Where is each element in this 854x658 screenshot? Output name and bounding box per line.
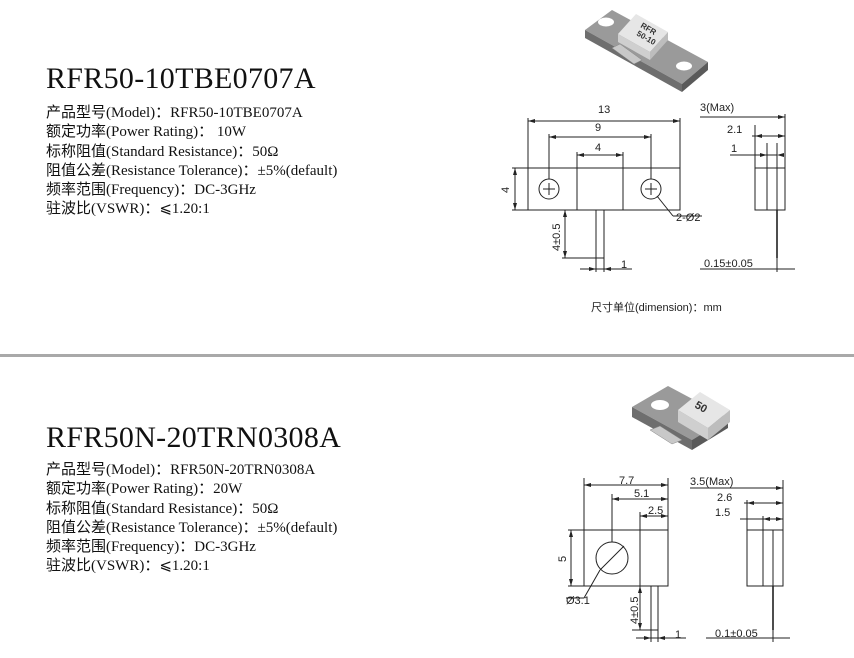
dim-height: 5 [557, 556, 569, 562]
dim-overall: 13 [598, 104, 610, 116]
flange-resistor-render: 50 [632, 386, 730, 450]
spec-tolerance: 阻值公差(Resistance Tolerance)：±5%(default) [46, 162, 338, 179]
spec-vswr: 驻波比(VSWR)：⩽1.20:1 [46, 558, 210, 575]
dim-d1: 5.1 [634, 488, 649, 500]
dim-max-thickness: 3.5(Max) [690, 476, 733, 488]
spec-power: 额定功率(Power Rating)： 10W [46, 124, 246, 141]
dim-lead-length: 4±0.5 [629, 597, 641, 624]
spec-vswr: 驻波比(VSWR)：⩽1.20:1 [46, 201, 210, 218]
dim-t1: 2.1 [727, 124, 742, 136]
dim-body-width: 4 [595, 142, 601, 154]
spec-tolerance: 阻值公差(Resistance Tolerance)：±5%(default) [46, 519, 338, 536]
spec-model: 产品型号(Model)：RFR50-10TBE0707A [46, 105, 303, 121]
side-view-drawing-2 [690, 480, 790, 642]
unit-note: 尺寸单位(dimension)：mm [591, 302, 722, 314]
dim-arrows-side-1 [755, 115, 785, 157]
spec-resistance: 标称阻值(Standard Resistance)：50Ω [46, 143, 279, 160]
dim-arrows-1 [513, 119, 680, 271]
dim-height: 4 [500, 187, 512, 193]
spec-frequency: 频率范围(Frequency)：DC-3GHz [46, 182, 256, 199]
spec-list: 产品型号(Model)：RFR50-10TBE0707A 额定功率(Power … [46, 104, 337, 220]
dim-lead-width: 1 [675, 629, 681, 641]
dim-lead-width: 1 [621, 259, 627, 271]
dim-d2: 2.5 [648, 505, 663, 517]
spec-model: 产品型号(Model)：RFR50N-20TRN0308A [46, 462, 316, 478]
flange-resistor-render: RFR 50-10 [585, 10, 708, 92]
dim-hole: Ø3.1 [566, 595, 590, 607]
dim-arrows-side-2 [747, 486, 783, 521]
dim-lead-thickness: 0.1±0.05 [715, 628, 758, 640]
dim-max-thickness: 3(Max) [700, 102, 734, 114]
front-view-drawing-1 [512, 118, 702, 272]
product-title: RFR50-10TBE0707A [46, 62, 316, 95]
dim-arrows-2 [569, 483, 668, 640]
dim-t1: 2.6 [717, 492, 732, 504]
dim-lead-thickness: 0.15±0.05 [704, 258, 753, 270]
spec-frequency: 频率范围(Frequency)：DC-3GHz [46, 539, 256, 556]
dim-holes: 2-Ø2 [676, 212, 700, 224]
front-view-drawing-2 [566, 478, 686, 642]
dim-lead-length: 4±0.5 [551, 224, 563, 251]
dim-t2: 1.5 [715, 507, 730, 519]
spec-resistance: 标称阻值(Standard Resistance)：50Ω [46, 500, 279, 517]
spec-list: 产品型号(Model)：RFR50N-20TRN0308A 额定功率(Power… [46, 461, 337, 577]
dim-overall: 7.7 [619, 475, 634, 487]
dim-hole-spacing: 9 [595, 122, 601, 134]
spec-power: 额定功率(Power Rating)：20W [46, 481, 243, 498]
section-divider [0, 354, 854, 357]
product-title: RFR50N-20TRN0308A [46, 421, 342, 454]
chip-label: 50 [693, 399, 710, 416]
dim-t2: 1 [731, 143, 737, 155]
